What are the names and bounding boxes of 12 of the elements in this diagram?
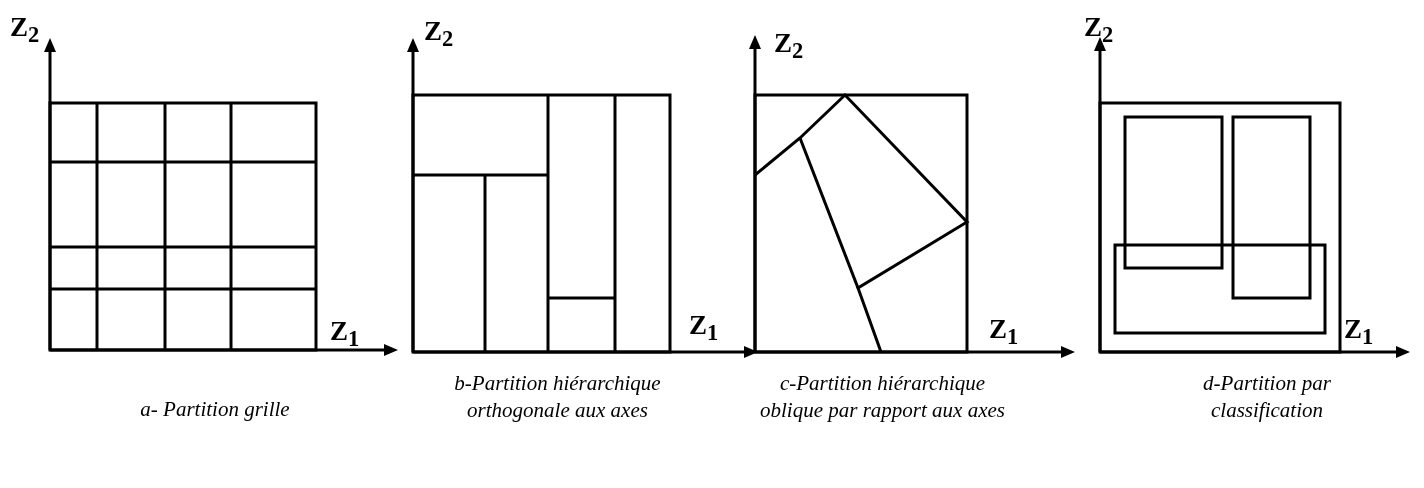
figure-caption: c-Partition hiérarchique oblique par rapport aux axes bbox=[760, 370, 1005, 424]
axis-label: Z$_{1}$ bbox=[689, 312, 719, 345]
axis-label: Z$_{2}$ bbox=[10, 14, 40, 47]
axis-label: Z$_{1}$ bbox=[989, 316, 1019, 349]
axis-label: Z$_{1}$ bbox=[1344, 316, 1374, 349]
axis-label: Z$_{1}$ bbox=[330, 318, 360, 351]
figure-caption: d-Partition par classification bbox=[1202, 370, 1332, 424]
axis-label: Z$_{2}$ bbox=[774, 30, 804, 63]
axis-label: Z$_{2}$ bbox=[1084, 14, 1114, 47]
figure-caption: b-Partition hiérarchique orthogonale aux axes bbox=[453, 370, 662, 424]
axis-label: Z$_{2}$ bbox=[424, 18, 454, 51]
figure-caption: a- Partition grille bbox=[139, 396, 291, 423]
